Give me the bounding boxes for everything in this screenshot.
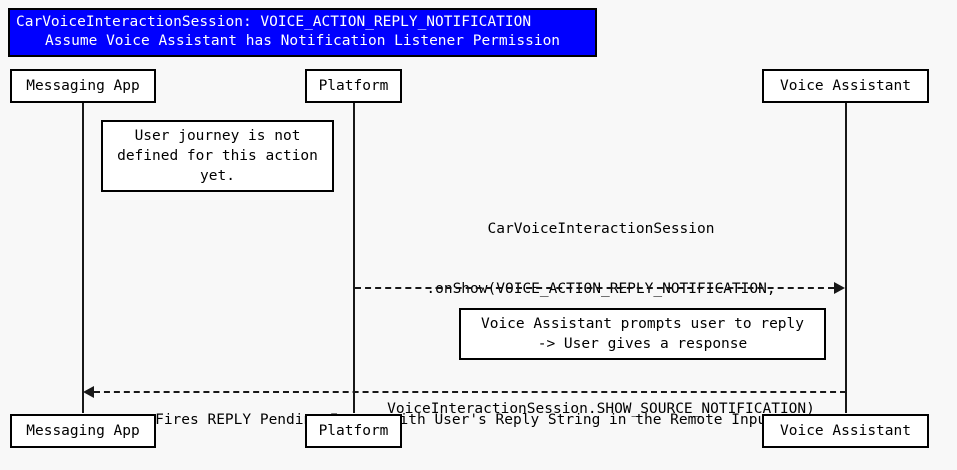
participant-voice-assistant-top[interactable]: Voice Assistant [762, 69, 929, 103]
note-line: Voice Assistant prompts user to reply [480, 316, 804, 332]
message-label-reply-pending-intent: Fires REPLY Pending Intent with User's R… [95, 370, 835, 470]
note-line: yet. [200, 168, 235, 184]
participant-platform-top[interactable]: Platform [305, 69, 402, 103]
message-arrow-reply-line [94, 391, 846, 393]
note-voice-prompt: Voice Assistant prompts user to reply ->… [459, 308, 826, 360]
lifeline-messaging-app [82, 103, 84, 413]
diagram-title-line-2: Assume Voice Assistant has Notification … [44, 33, 561, 49]
diagram-title-box: CarVoiceInteractionSession: VOICE_ACTION… [8, 8, 597, 57]
participant-label: Voice Assistant [780, 422, 911, 439]
participant-voice-assistant-bottom[interactable]: Voice Assistant [762, 414, 929, 448]
diagram-title-line-1: CarVoiceInteractionSession: VOICE_ACTION… [16, 14, 532, 30]
note-line: defined for this action [117, 148, 318, 164]
participant-label: Messaging App [26, 422, 140, 439]
message-line: Fires REPLY Pending Intent with User's R… [155, 412, 775, 428]
participant-messaging-app-top[interactable]: Messaging App [10, 69, 156, 103]
lifeline-platform [353, 103, 355, 413]
participant-label: Platform [318, 422, 389, 439]
message-line: VoiceInteractionSession.SHOW_SOURCE_NOTI… [387, 401, 815, 417]
participant-label: Platform [318, 77, 389, 94]
note-user-journey: User journey is not defined for this act… [101, 120, 334, 192]
participant-label: Voice Assistant [780, 77, 911, 94]
note-line: -> User gives a response [537, 336, 748, 352]
message-line: .onShow(VOICE_ACTION_REPLY_NOTIFICATION, [426, 281, 776, 297]
message-arrow-onshow-head [834, 282, 845, 294]
participant-label: Messaging App [26, 77, 140, 94]
participant-platform-bottom[interactable]: Platform [305, 414, 402, 448]
message-line: CarVoiceInteractionSession [487, 221, 715, 237]
message-arrow-onshow-line [355, 287, 834, 289]
note-line: User journey is not [134, 128, 301, 144]
message-arrow-reply-head [83, 386, 94, 398]
lifeline-voice-assistant [845, 103, 847, 413]
participant-messaging-app-bottom[interactable]: Messaging App [10, 414, 156, 448]
